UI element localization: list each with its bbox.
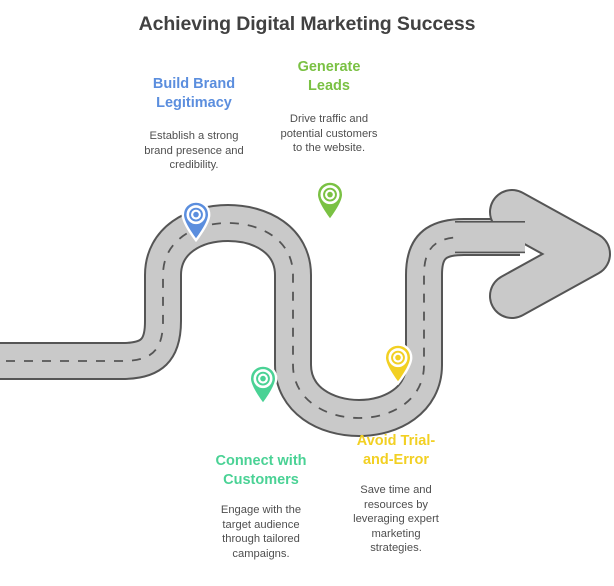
body-line: marketing	[371, 527, 421, 540]
heading-line: Generate	[297, 59, 361, 75]
milestone-heading: Generate Leads	[264, 58, 394, 96]
page-title: Achieving Digital Marketing Success	[138, 13, 476, 35]
milestone-heading: Build Brand Legitimacy	[127, 75, 261, 113]
body-line: credibility.	[169, 159, 219, 171]
milestone-body: Drive traffic and potential customers to…	[264, 112, 394, 156]
map-pin-icon-avoid-trial-and-error[interactable]	[383, 343, 413, 385]
heading-line: Avoid Trial-	[356, 433, 436, 449]
milestone-label-connect-with-customers: Connect with Customers Engage with the t…	[196, 452, 326, 561]
heading-line: Connect with	[215, 453, 307, 469]
body-line: Establish a strong	[149, 130, 239, 142]
body-line: target audience	[222, 518, 300, 531]
milestone-heading: Connect with Customers	[196, 452, 326, 490]
heading-line: Customers	[223, 472, 299, 488]
road-surface	[0, 206, 520, 435]
body-line: through tailored	[222, 533, 300, 545]
body-line: Save time and	[360, 484, 432, 496]
heading-line: and-Error	[362, 452, 430, 468]
milestone-body: Save time and resources by leveraging ex…	[331, 483, 461, 556]
body-line: campaigns.	[232, 547, 290, 560]
milestone-heading: Avoid Trial- and-Error	[331, 432, 461, 470]
body-line: resources by	[363, 498, 429, 511]
body-line: Engage with the	[220, 504, 302, 516]
body-line: leveraging expert	[353, 513, 439, 525]
milestone-label-build-brand-legitimacy: Build Brand Legitimacy Establish a stron…	[127, 75, 261, 173]
body-line: potential customers	[280, 127, 378, 140]
map-pin-icon-generate-leads[interactable]	[315, 180, 345, 222]
heading-line: Leads	[308, 78, 350, 94]
heading-line: Build Brand	[152, 76, 236, 92]
heading-line: Legitimacy	[156, 95, 232, 111]
milestone-label-avoid-trial-and-error: Avoid Trial- and-Error Save time and res…	[331, 432, 461, 556]
body-line: to the website.	[292, 142, 366, 154]
spacer	[127, 113, 261, 129]
body-line: strategies.	[370, 542, 422, 554]
body-line: brand presence and	[144, 144, 244, 157]
milestone-body: Engage with the target audience through …	[196, 503, 326, 561]
milestone-label-generate-leads: Generate Leads Drive traffic and potenti…	[264, 58, 394, 156]
arrow-head-icon	[455, 189, 611, 319]
map-pin-icon-build-brand-legitimacy[interactable]	[181, 200, 211, 242]
body-line: Drive traffic and	[289, 113, 369, 125]
map-pin-icon-connect-with-customers[interactable]	[248, 364, 278, 406]
milestone-body: Establish a strong brand presence and cr…	[127, 129, 261, 173]
spacer	[331, 470, 461, 483]
spacer	[196, 490, 326, 503]
spacer	[264, 96, 394, 112]
road-path-group	[0, 204, 520, 437]
